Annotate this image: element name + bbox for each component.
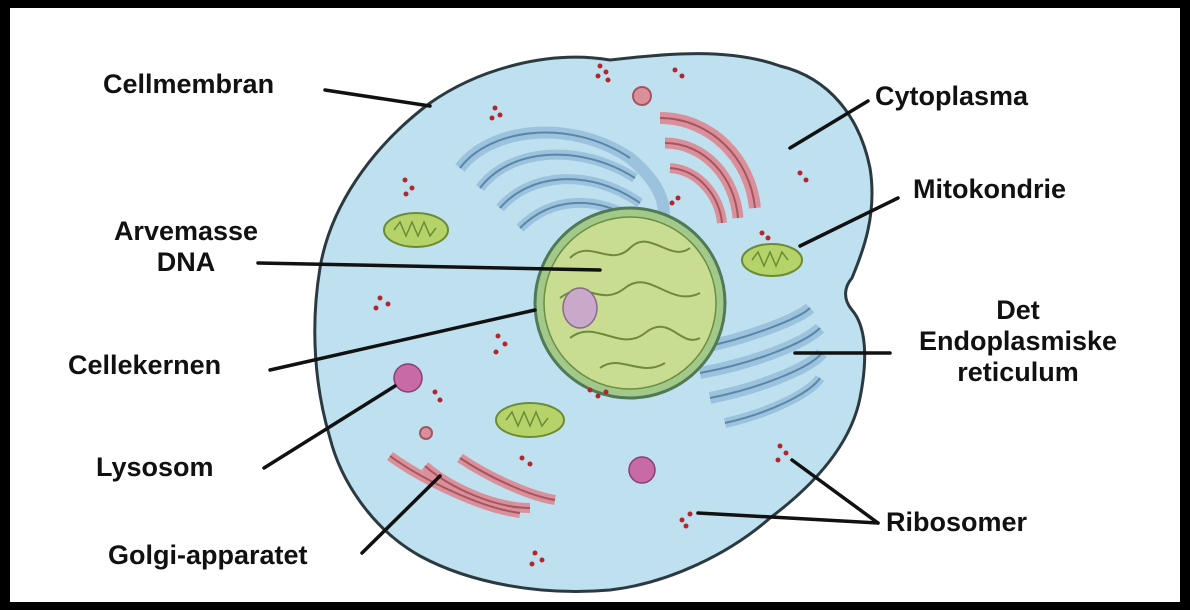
label-golgi: Golgi-apparatet (108, 540, 308, 571)
label-er-line1: Det (903, 295, 1133, 326)
label-er-line3: reticulum (903, 357, 1133, 388)
label-arvemasse-line2: DNA (86, 247, 286, 278)
diagram-frame: Cellmembran Cytoplasma Mitokondrie Arvem… (10, 8, 1180, 602)
label-ribosomer: Ribosomer (886, 507, 1027, 538)
label-cellekernen: Cellekernen (68, 350, 221, 381)
leader-ribosomer-a (792, 460, 878, 523)
label-arvemasse-dna: Arvemasse DNA (86, 216, 286, 278)
label-arvemasse-line1: Arvemasse (86, 216, 286, 247)
nucleolus (563, 288, 597, 328)
label-mitokondrie: Mitokondrie (913, 174, 1066, 205)
label-er-line2: Endoplasmiske (903, 326, 1133, 357)
leader-cellmembran (325, 90, 430, 106)
cell-nucleus (535, 208, 725, 398)
label-lysosom: Lysosom (96, 452, 214, 483)
label-cytoplasma: Cytoplasma (875, 81, 1028, 112)
label-cellmembran: Cellmembran (103, 69, 274, 100)
label-er: Det Endoplasmiske reticulum (903, 295, 1133, 388)
